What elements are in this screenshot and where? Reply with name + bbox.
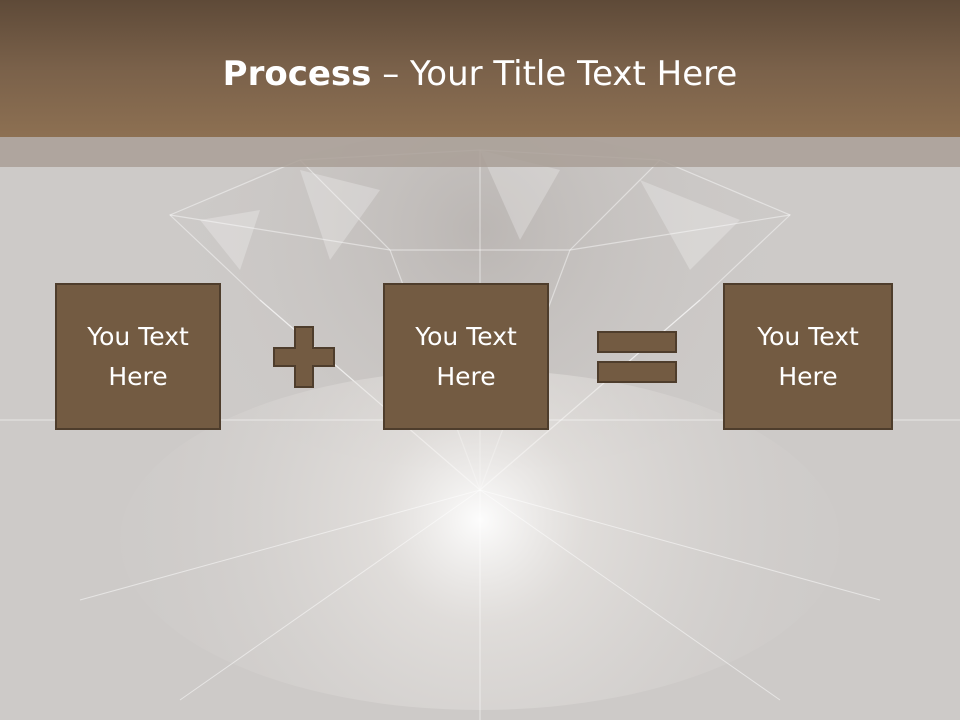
equals-icon	[597, 331, 677, 383]
process-box-1[interactable]: You Text Here	[55, 283, 221, 430]
plus-icon	[273, 326, 335, 388]
slide-title: Process – Your Title Text Here	[0, 52, 960, 96]
process-box-3-line1: You Text	[757, 321, 859, 351]
title-rest-text: Your Title Text Here	[410, 54, 738, 94]
title-bold-text: Process	[222, 54, 372, 94]
process-box-3-line2: Here	[778, 361, 838, 391]
process-box-2-line1: You Text	[415, 321, 517, 351]
process-box-3[interactable]: You Text Here	[723, 283, 893, 430]
title-accent-strip	[0, 137, 960, 167]
process-box-1-line2: Here	[108, 361, 168, 391]
process-box-2[interactable]: You Text Here	[383, 283, 549, 430]
process-box-2-line2: Here	[436, 361, 496, 391]
process-box-1-line1: You Text	[87, 321, 189, 351]
title-separator: –	[371, 54, 411, 94]
title-bar	[0, 0, 960, 137]
